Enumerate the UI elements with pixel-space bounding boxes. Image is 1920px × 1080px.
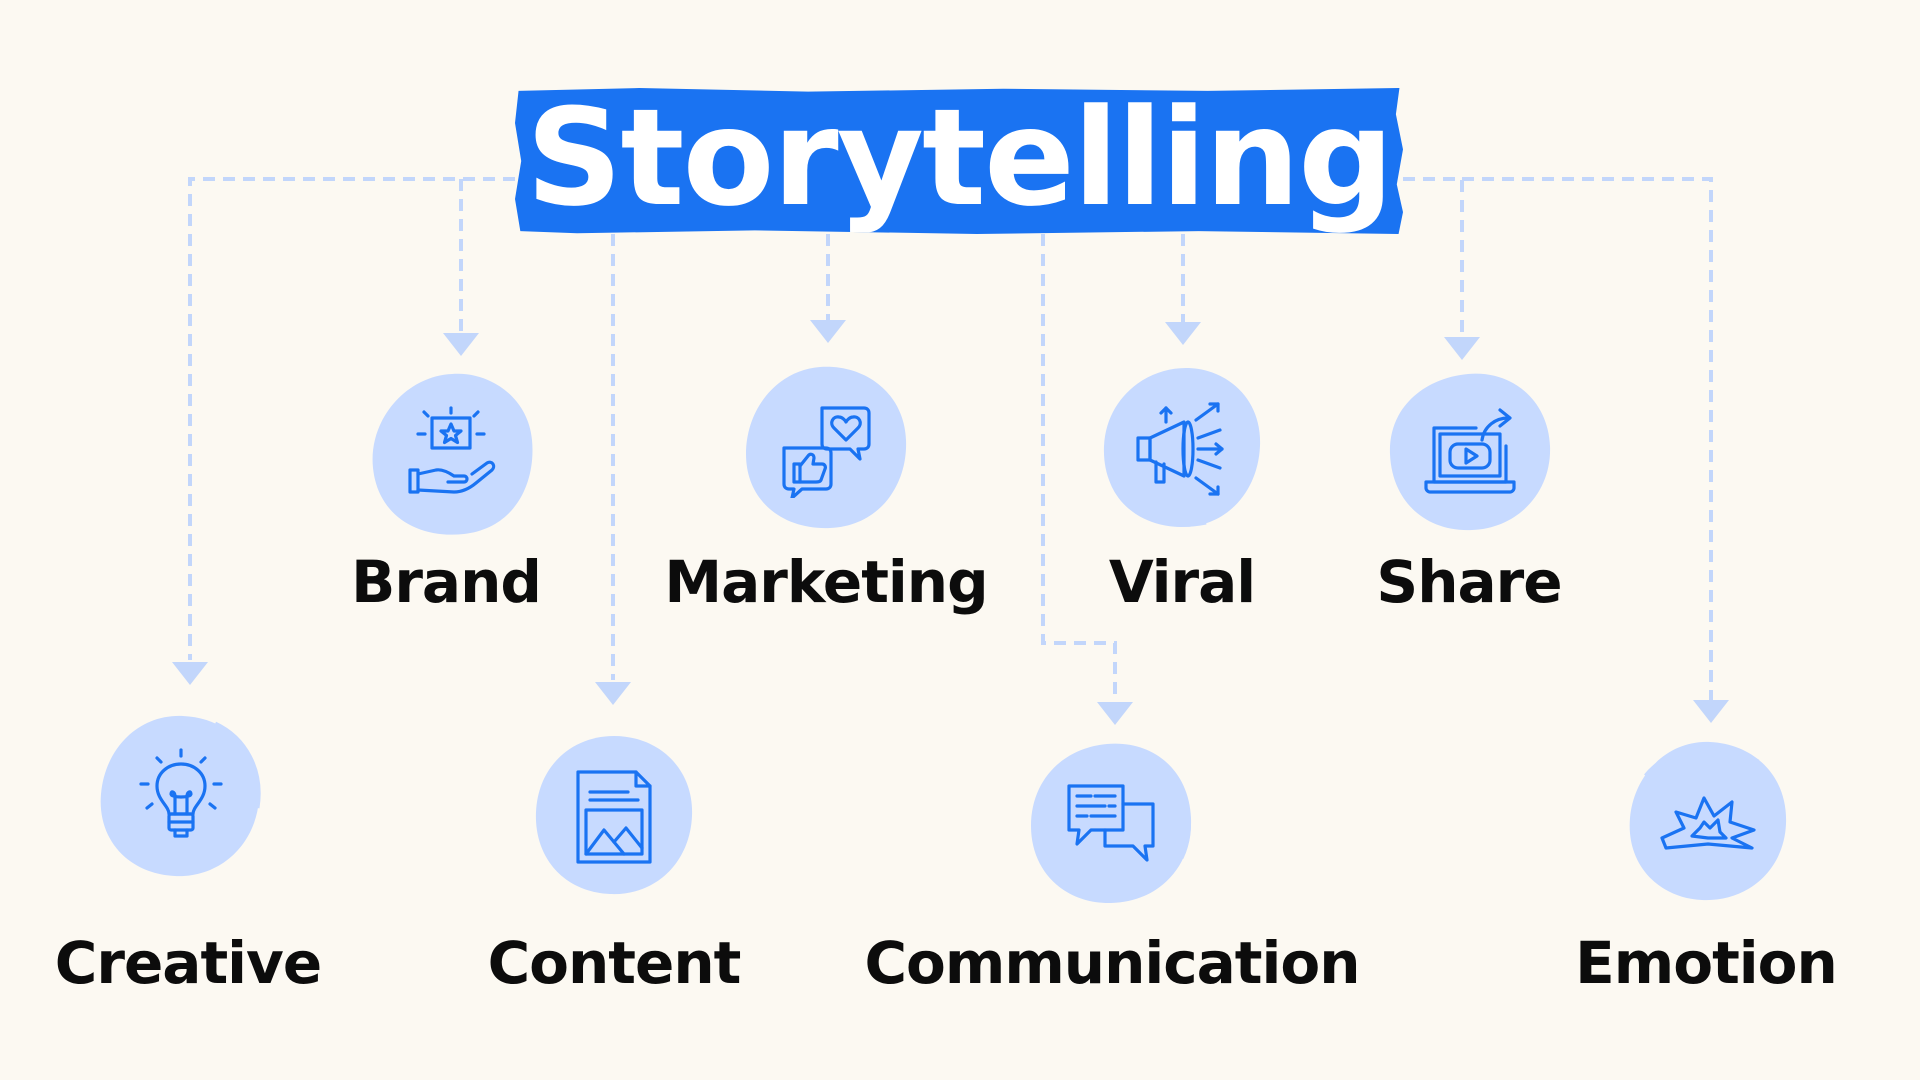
creative-icon-circle: [95, 712, 267, 884]
arrowhead-content: [595, 682, 631, 705]
lightbulb-icon: [139, 748, 223, 838]
label-marketing: Marketing: [664, 548, 988, 616]
image-document-icon: [576, 770, 652, 864]
arrowhead-share: [1444, 337, 1480, 360]
label-creative: Creative: [54, 929, 322, 997]
arrowhead-communication: [1097, 702, 1133, 725]
label-viral: Viral: [1108, 548, 1256, 616]
label-communication: Communication: [864, 929, 1360, 997]
label-emotion: Emotion: [1575, 929, 1838, 997]
chat-bubbles-icon: [1067, 784, 1155, 862]
diagram-title: Storytelling: [525, 80, 1394, 236]
arrowhead-creative: [172, 662, 208, 685]
communication-icon-circle: [1025, 738, 1197, 910]
like-heart-bubbles-icon: [782, 406, 871, 498]
marketing-icon-circle: [740, 362, 912, 534]
title-banner: Storytelling: [515, 88, 1403, 234]
connector-emotion: [1462, 177, 1713, 700]
connector-communication: [1041, 234, 1117, 702]
laptop-share-icon: [1424, 408, 1516, 494]
connector-share: [1403, 177, 1464, 337]
label-brand: Brand: [351, 548, 542, 616]
brand-icon-circle: [366, 368, 538, 540]
megaphone-icon: [1136, 402, 1224, 496]
arrowhead-emotion: [1693, 700, 1729, 723]
arrowhead-viral: [1165, 322, 1201, 345]
label-share: Share: [1376, 548, 1562, 616]
hand-star-icon: [408, 406, 496, 494]
emotion-icon-circle: [1622, 736, 1794, 908]
arrowhead-marketing: [810, 320, 846, 343]
label-content: Content: [487, 929, 742, 997]
arrowhead-brand: [443, 333, 479, 356]
viral-icon-circle: [1096, 362, 1268, 534]
burst-icon: [1660, 796, 1756, 850]
content-icon-circle: [528, 730, 700, 902]
connector-creative: [188, 177, 515, 660]
share-icon-circle: [1384, 366, 1556, 538]
